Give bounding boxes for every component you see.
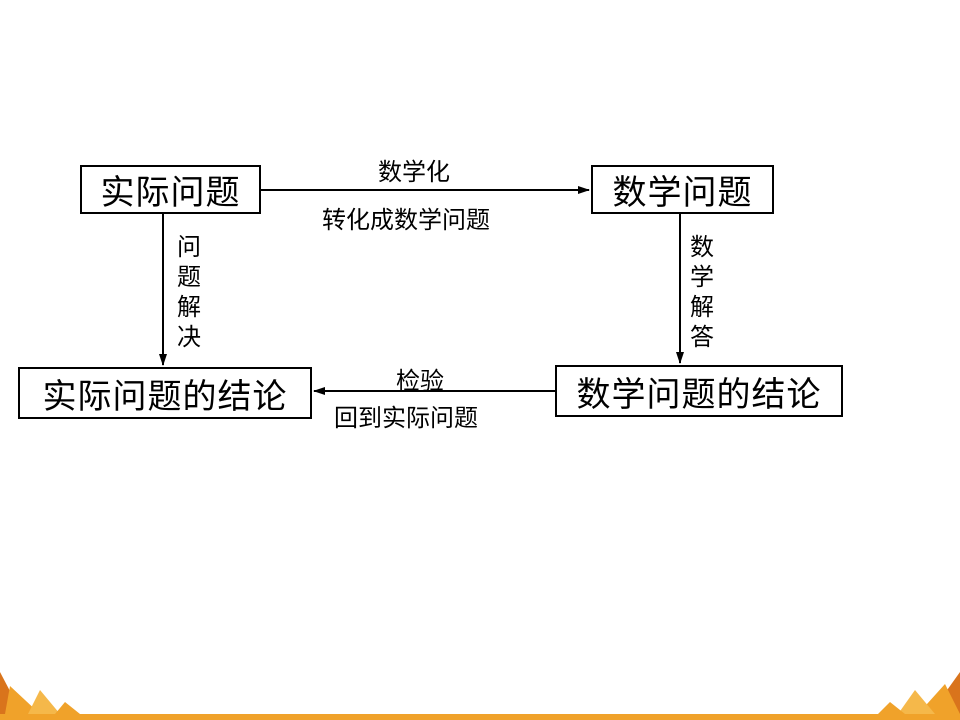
math-problem-box: 数学问题: [591, 165, 774, 214]
convert-label: 转化成数学问题: [322, 206, 490, 234]
problem-solving-label: 问题解决: [177, 233, 201, 351]
math-solution-label: 数学解答: [690, 233, 714, 351]
footer-band: [0, 714, 960, 720]
mathify-label: 数学化: [378, 158, 450, 186]
verify-label: 检验: [396, 367, 444, 395]
decor-right-triangles: [878, 672, 960, 714]
math-conclusion-box: 数学问题的结论: [555, 365, 843, 417]
practical-conclusion-box: 实际问题的结论: [18, 367, 312, 419]
practical-problem-box: 实际问题: [80, 165, 261, 214]
return-label: 回到实际问题: [334, 404, 478, 432]
decor-left-triangles: [0, 672, 80, 714]
